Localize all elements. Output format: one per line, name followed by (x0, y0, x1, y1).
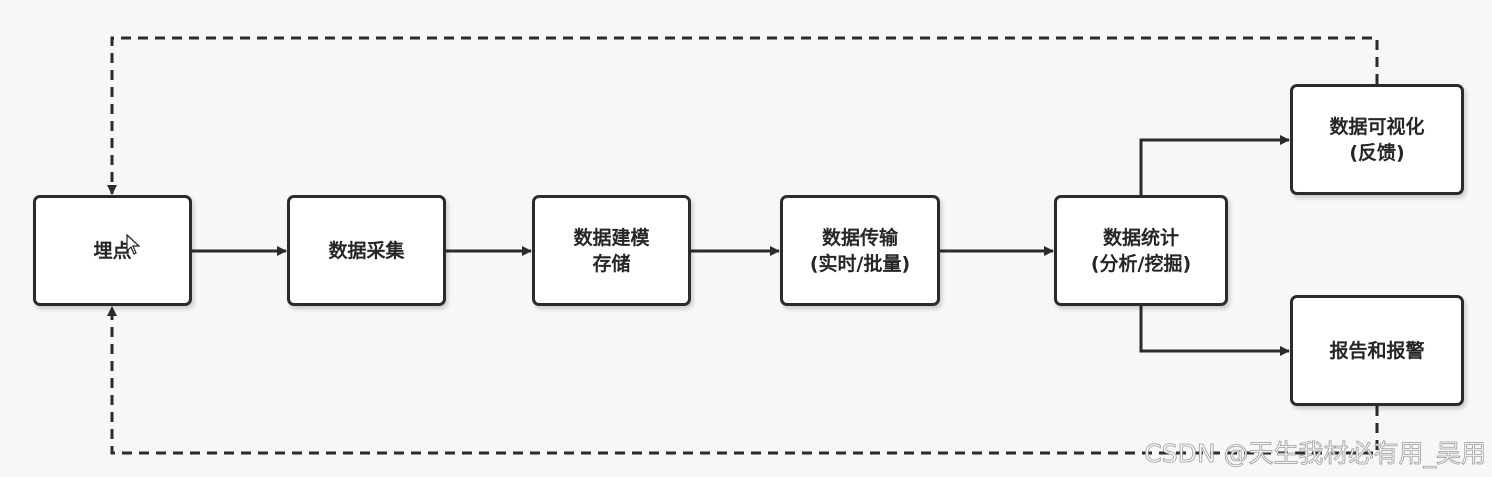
node-data-collection: 数据采集 (287, 195, 446, 306)
feedback-report-to-maidian (107, 306, 1379, 455)
node-data-transfer: 数据传输 (实时/批量) (780, 195, 940, 306)
arrow-stats-to-visual (1139, 135, 1290, 195)
node-data-visualization-label: 数据可视化 (1329, 115, 1425, 138)
node-data-modeling-label: 数据建模 (573, 226, 650, 249)
node-report-alert-label: 报告和报警 (1329, 339, 1425, 362)
node-maidian: 埋点 (33, 195, 192, 306)
node-data-collection-label: 数据采集 (328, 239, 405, 262)
feedback-visual-to-maidian (107, 36, 1379, 195)
node-data-modeling-sublabel: 存储 (592, 252, 631, 275)
node-data-modeling: 数据建模 存储 (532, 195, 691, 306)
node-data-visualization-sublabel: (反馈) (1349, 141, 1405, 164)
node-data-statistics: 数据统计 (分析/挖掘) (1054, 195, 1228, 306)
node-data-statistics-sublabel: (分析/挖掘) (1090, 252, 1192, 275)
watermark-text: CSDN @天生我材必有用_吴用 (1144, 439, 1487, 469)
node-report-alert: 报告和报警 (1290, 295, 1464, 406)
node-maidian-label: 埋点 (93, 239, 132, 262)
mouse-pointer-icon (126, 234, 140, 255)
node-data-transfer-label: 数据传输 (821, 226, 898, 249)
arrow-stats-to-report (1139, 306, 1290, 356)
node-data-visualization: 数据可视化 (反馈) (1290, 84, 1464, 195)
node-data-statistics-label: 数据统计 (1102, 226, 1179, 249)
node-data-transfer-sublabel: (实时/批量) (809, 252, 911, 275)
